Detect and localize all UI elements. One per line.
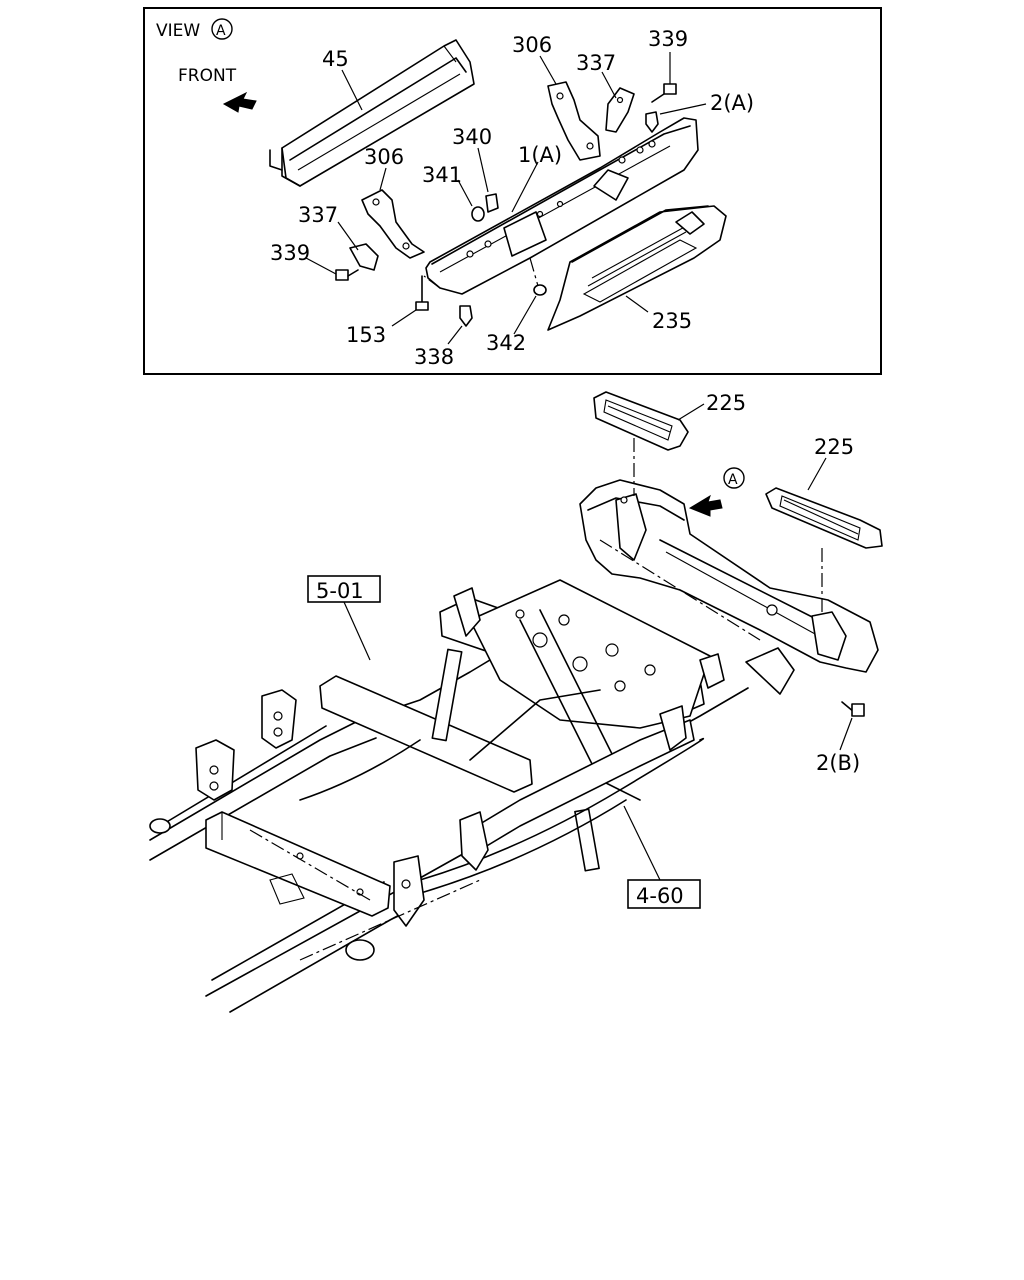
view-title: VIEW (156, 21, 200, 41)
arrow-left-up-icon (222, 91, 257, 113)
label-2b: 2(B) (816, 751, 860, 775)
view-a-inset: VIEW A FRONT (143, 7, 882, 375)
label-225-top: 225 (706, 391, 746, 415)
part-225-top-step-pad (593, 391, 705, 451)
label-235: 235 (652, 309, 692, 333)
rear-bumper-assembly (579, 438, 879, 695)
part-235-step-pad (547, 205, 727, 331)
part-2b-bolt (839, 701, 865, 751)
label-337-top: 337 (576, 51, 616, 75)
part-337-left-bracket (349, 243, 379, 271)
label-2a: 2(A) (710, 91, 754, 115)
chassis-frame (149, 539, 761, 1013)
label-306-top: 306 (512, 33, 552, 57)
inset-leaders (305, 52, 707, 345)
ref-box-4-60: 4-60 (623, 805, 701, 909)
label-225-right: 225 (814, 435, 854, 459)
view-title-circle (211, 18, 233, 40)
part-306-left-bracket (361, 189, 425, 259)
part-45-rail (269, 39, 475, 187)
part-338-clip (459, 305, 473, 327)
ref-box-5-01: 5-01 (307, 575, 381, 661)
front-label: FRONT (178, 66, 237, 86)
view-a-marker-circle (723, 467, 745, 489)
part-342-cap (533, 284, 547, 296)
part-339-left-bolt (335, 269, 359, 281)
label-342: 342 (486, 331, 526, 355)
arrow-left-icon (688, 494, 723, 517)
part-225-right-step-pad (765, 457, 883, 549)
part-337-top-bracket (605, 87, 635, 133)
label-306-left: 306 (364, 145, 404, 169)
label-153: 153 (346, 323, 386, 347)
part-341-plug (471, 206, 485, 222)
part-306-top-bracket (547, 81, 601, 161)
label-338: 338 (414, 345, 454, 369)
label-5-01: 5-01 (316, 579, 364, 603)
label-339-left: 339 (270, 241, 310, 265)
label-340: 340 (452, 125, 492, 149)
label-4-60: 4-60 (636, 884, 684, 908)
label-339-top: 339 (648, 27, 688, 51)
view-title-circle-letter: A (216, 23, 226, 39)
label-341: 341 (422, 163, 462, 187)
part-2a-clip (645, 111, 659, 133)
label-45: 45 (322, 47, 349, 71)
part-340-clip (485, 193, 499, 213)
label-1a: 1(A) (518, 143, 562, 167)
view-a-marker-letter: A (728, 472, 738, 488)
label-337-left: 337 (298, 203, 338, 227)
part-153-bolt (415, 275, 429, 311)
